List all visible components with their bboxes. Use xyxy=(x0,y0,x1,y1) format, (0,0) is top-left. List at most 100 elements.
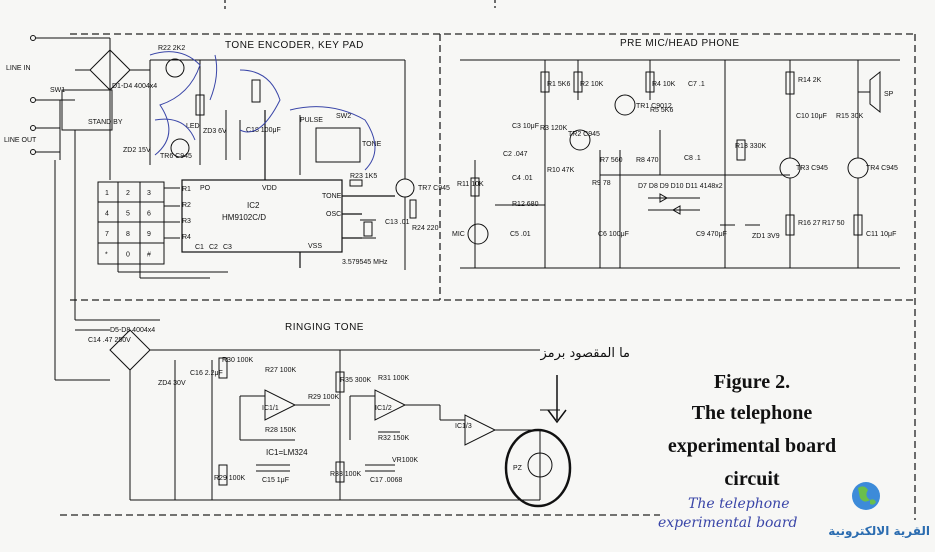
r15-label: R15 30K xyxy=(836,113,864,120)
d-bridge-label: D1-D4 4004x4 xyxy=(112,83,157,90)
pulse-label: PULSE xyxy=(300,117,323,124)
keypad-row-label: R4 xyxy=(182,234,191,241)
ic1-b-label: IC1/2 xyxy=(375,405,392,412)
c4-label: C4 .01 xyxy=(512,175,533,182)
sp-label: SP xyxy=(884,91,894,98)
ic2-part: HM9102C/D xyxy=(222,213,266,222)
c7-label: C7 .1 xyxy=(688,81,705,88)
keypad-key: 0 xyxy=(126,252,130,259)
tr1-label: TR1 C9012 xyxy=(636,103,672,110)
r16-label: R16 27 xyxy=(798,220,821,227)
keypad-key: 3 xyxy=(147,190,151,197)
c15-label: C15 1μF xyxy=(262,477,289,484)
r29-label: R29 100K xyxy=(308,394,339,401)
crystal-freq: 3.579545 MHz xyxy=(342,259,388,266)
keypad-key: 4 xyxy=(105,211,109,218)
zd2-label: ZD2 15V xyxy=(123,147,151,154)
keypad-row-label: R2 xyxy=(182,202,191,209)
sw1-label: SW1 xyxy=(50,87,65,94)
c6-label: C6 100μF xyxy=(598,231,629,238)
r30-label: R30 100K xyxy=(222,357,253,364)
r14-label: R14 2K xyxy=(798,77,822,84)
sw2-label: SW2 xyxy=(336,113,351,120)
ic1-note: IC1=LM324 xyxy=(266,448,308,457)
c18-label: C18 100μF xyxy=(246,127,281,134)
keypad-col-labels: C1 C2 C3 xyxy=(195,244,232,251)
c3-label: C3 10μF xyxy=(512,123,539,130)
r12-label: R12 680 xyxy=(512,201,539,208)
section-title-ringing-tone: RINGING TONE xyxy=(285,322,364,333)
c2-label: C2 .047 xyxy=(503,151,528,158)
keypad-key: 7 xyxy=(105,231,109,238)
keypad-row-label: R3 xyxy=(182,218,191,225)
tr7-label: TR7 C945 xyxy=(418,185,450,192)
c5-label: C5 .01 xyxy=(510,231,531,238)
keypad-key: * xyxy=(105,252,108,259)
r3-label: R3 120K xyxy=(540,125,568,132)
ic2-vdd: VDD xyxy=(262,185,277,192)
r35-label: R35 300K xyxy=(340,377,371,384)
led-label: LED xyxy=(186,123,200,130)
pz-label: PZ xyxy=(513,465,523,472)
watermark-text: القرية الالكترونية xyxy=(828,524,930,539)
tr4-label: TR4 C945 xyxy=(866,165,898,172)
dashed-borders xyxy=(60,0,916,520)
r29b-label: R29 100K xyxy=(214,475,245,482)
keypad-key: # xyxy=(147,252,151,259)
keypad-key: 8 xyxy=(126,231,130,238)
pre-mic-circuit xyxy=(460,59,900,269)
tone-label: TONE xyxy=(362,141,382,148)
keypad-col-label: C2 xyxy=(209,244,218,251)
r9-label: R9 78 xyxy=(592,180,611,187)
c13-label: C13 .01 xyxy=(385,219,410,226)
r8-label: R8 470 xyxy=(636,157,659,164)
bridge-rectifier-top xyxy=(75,49,150,91)
pen-scribbles xyxy=(149,51,376,171)
tr2-label: TR2 C945 xyxy=(568,131,600,138)
keypad-key: 9 xyxy=(147,231,151,238)
globe-logo-icon xyxy=(852,482,880,510)
keypad-key: 1 xyxy=(105,190,109,197)
c11-label: C11 10μF xyxy=(866,231,896,238)
vr-label: VR100K xyxy=(392,457,418,464)
zd1-label: ZD1 3V9 xyxy=(752,233,780,240)
encoder-components xyxy=(149,58,417,270)
ringing-circuit xyxy=(75,329,560,501)
tr6-label: TR6 C945 xyxy=(160,153,192,160)
ic2-po-pin: PO xyxy=(200,185,211,192)
ic2-name: IC2 xyxy=(247,201,260,210)
zd3-label: ZD3 6V xyxy=(203,128,227,135)
r11-label: R11 10K xyxy=(457,181,484,188)
mic-label: MIC xyxy=(452,231,465,238)
r5-label: R5 5K6 xyxy=(650,107,673,114)
ic1-a-label: IC1/1 xyxy=(262,405,279,412)
section-title-pre-mic: PRE MIC/HEAD PHONE xyxy=(620,38,740,49)
r23-label: R23 1K5 xyxy=(350,173,377,180)
r22-label: R22 2K2 xyxy=(158,45,185,52)
r10-label: R10 47K xyxy=(547,167,575,174)
r2-label: R2 10K xyxy=(580,81,604,88)
keypad-col-label: C1 xyxy=(195,244,204,251)
handwritten-note-2: experimental board xyxy=(658,515,798,531)
keypad xyxy=(97,181,228,279)
r13-label: R13 330K xyxy=(735,143,766,150)
d-bridge2-label: D5-D8 4004x4 xyxy=(110,327,155,334)
r4-label: R4 10K xyxy=(652,81,676,88)
keypad-key: 5 xyxy=(126,211,130,218)
diodes-label: D7 D8 D9 D10 D11 4148x2 xyxy=(638,183,723,190)
r27-label: R27 100K xyxy=(265,367,296,374)
keypad-row-label: R1 xyxy=(182,186,191,193)
c17-label: C17 .0068 xyxy=(370,477,402,484)
figure-caption-line2: The telephone xyxy=(692,402,813,424)
ic1-c-label: IC1/3 xyxy=(455,423,472,430)
r24-label: R24 220 xyxy=(412,225,439,232)
line-wiring xyxy=(30,35,160,381)
figure-caption-line3: experimental board xyxy=(668,435,836,457)
keypad-key: 2 xyxy=(126,190,130,197)
keypad-col-label: C3 xyxy=(223,244,232,251)
r1-label: R1 5K6 xyxy=(547,81,570,88)
